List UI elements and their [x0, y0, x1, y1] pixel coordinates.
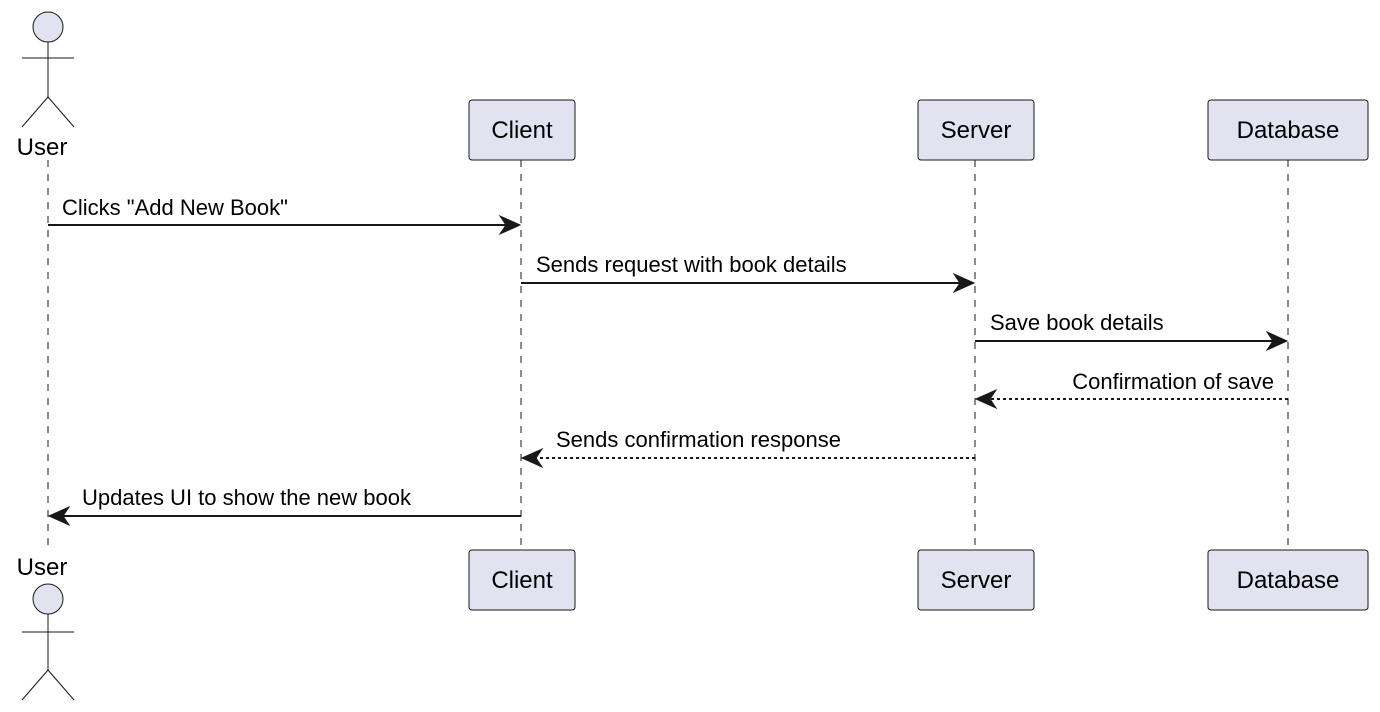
- participant-label-server-top: Server: [941, 117, 1012, 144]
- message-6: Updates UI to show the new book: [47, 485, 521, 527]
- message-5: Sends confirmation response: [520, 427, 975, 469]
- message-label-5: Sends confirmation response: [556, 427, 841, 452]
- actor-label-user-bottom: User: [17, 554, 68, 581]
- participant-box: [917, 99, 1035, 161]
- participant-server-top: Server: [917, 99, 1035, 161]
- participant-box: [1207, 549, 1369, 611]
- participant-label-client-top: Client: [491, 117, 553, 144]
- actor-leg-left: [21, 96, 49, 128]
- participant-database-top: Database: [1207, 99, 1369, 161]
- message-2: Sends request with book details: [521, 252, 976, 294]
- arrowhead-right: [952, 272, 976, 294]
- actor-leg-right: [47, 96, 75, 128]
- participant-client-bottom: Client: [468, 549, 576, 611]
- participant-label-database-top: Database: [1237, 117, 1340, 144]
- actor-leg-left: [21, 669, 49, 701]
- participant-box: [917, 549, 1035, 611]
- message-4: Confirmation of save: [974, 369, 1288, 410]
- actor-head: [32, 583, 64, 615]
- participant-database-bottom: Database: [1207, 549, 1369, 611]
- actor-label-user-top: User: [17, 134, 68, 161]
- actor-user-top: User: [17, 11, 75, 161]
- participant-label-database-bottom: Database: [1237, 567, 1340, 594]
- arrowhead-left: [47, 505, 71, 527]
- message-label-1: Clicks "Add New Book": [62, 195, 288, 220]
- participant-box: [1207, 99, 1369, 161]
- participant-client-top: Client: [468, 99, 576, 161]
- arrowhead-left: [974, 388, 998, 410]
- participant-box: [468, 99, 576, 161]
- message-label-6: Updates UI to show the new book: [82, 485, 412, 510]
- participant-label-server-bottom: Server: [941, 567, 1012, 594]
- message-1: Clicks "Add New Book": [48, 195, 522, 236]
- message-label-2: Sends request with book details: [536, 252, 847, 277]
- actor-head: [32, 11, 64, 43]
- actor-user-bottom: User: [17, 554, 75, 701]
- actor-leg-right: [47, 669, 75, 701]
- message-label-4: Confirmation of save: [1072, 369, 1274, 394]
- arrowhead-right: [1265, 330, 1289, 352]
- arrowhead-right: [498, 214, 522, 236]
- message-label-3: Save book details: [990, 310, 1164, 335]
- participant-server-bottom: Server: [917, 549, 1035, 611]
- arrowhead-left: [520, 447, 544, 469]
- message-3: Save book details: [975, 310, 1289, 352]
- participant-label-client-bottom: Client: [491, 567, 553, 594]
- participant-box: [468, 549, 576, 611]
